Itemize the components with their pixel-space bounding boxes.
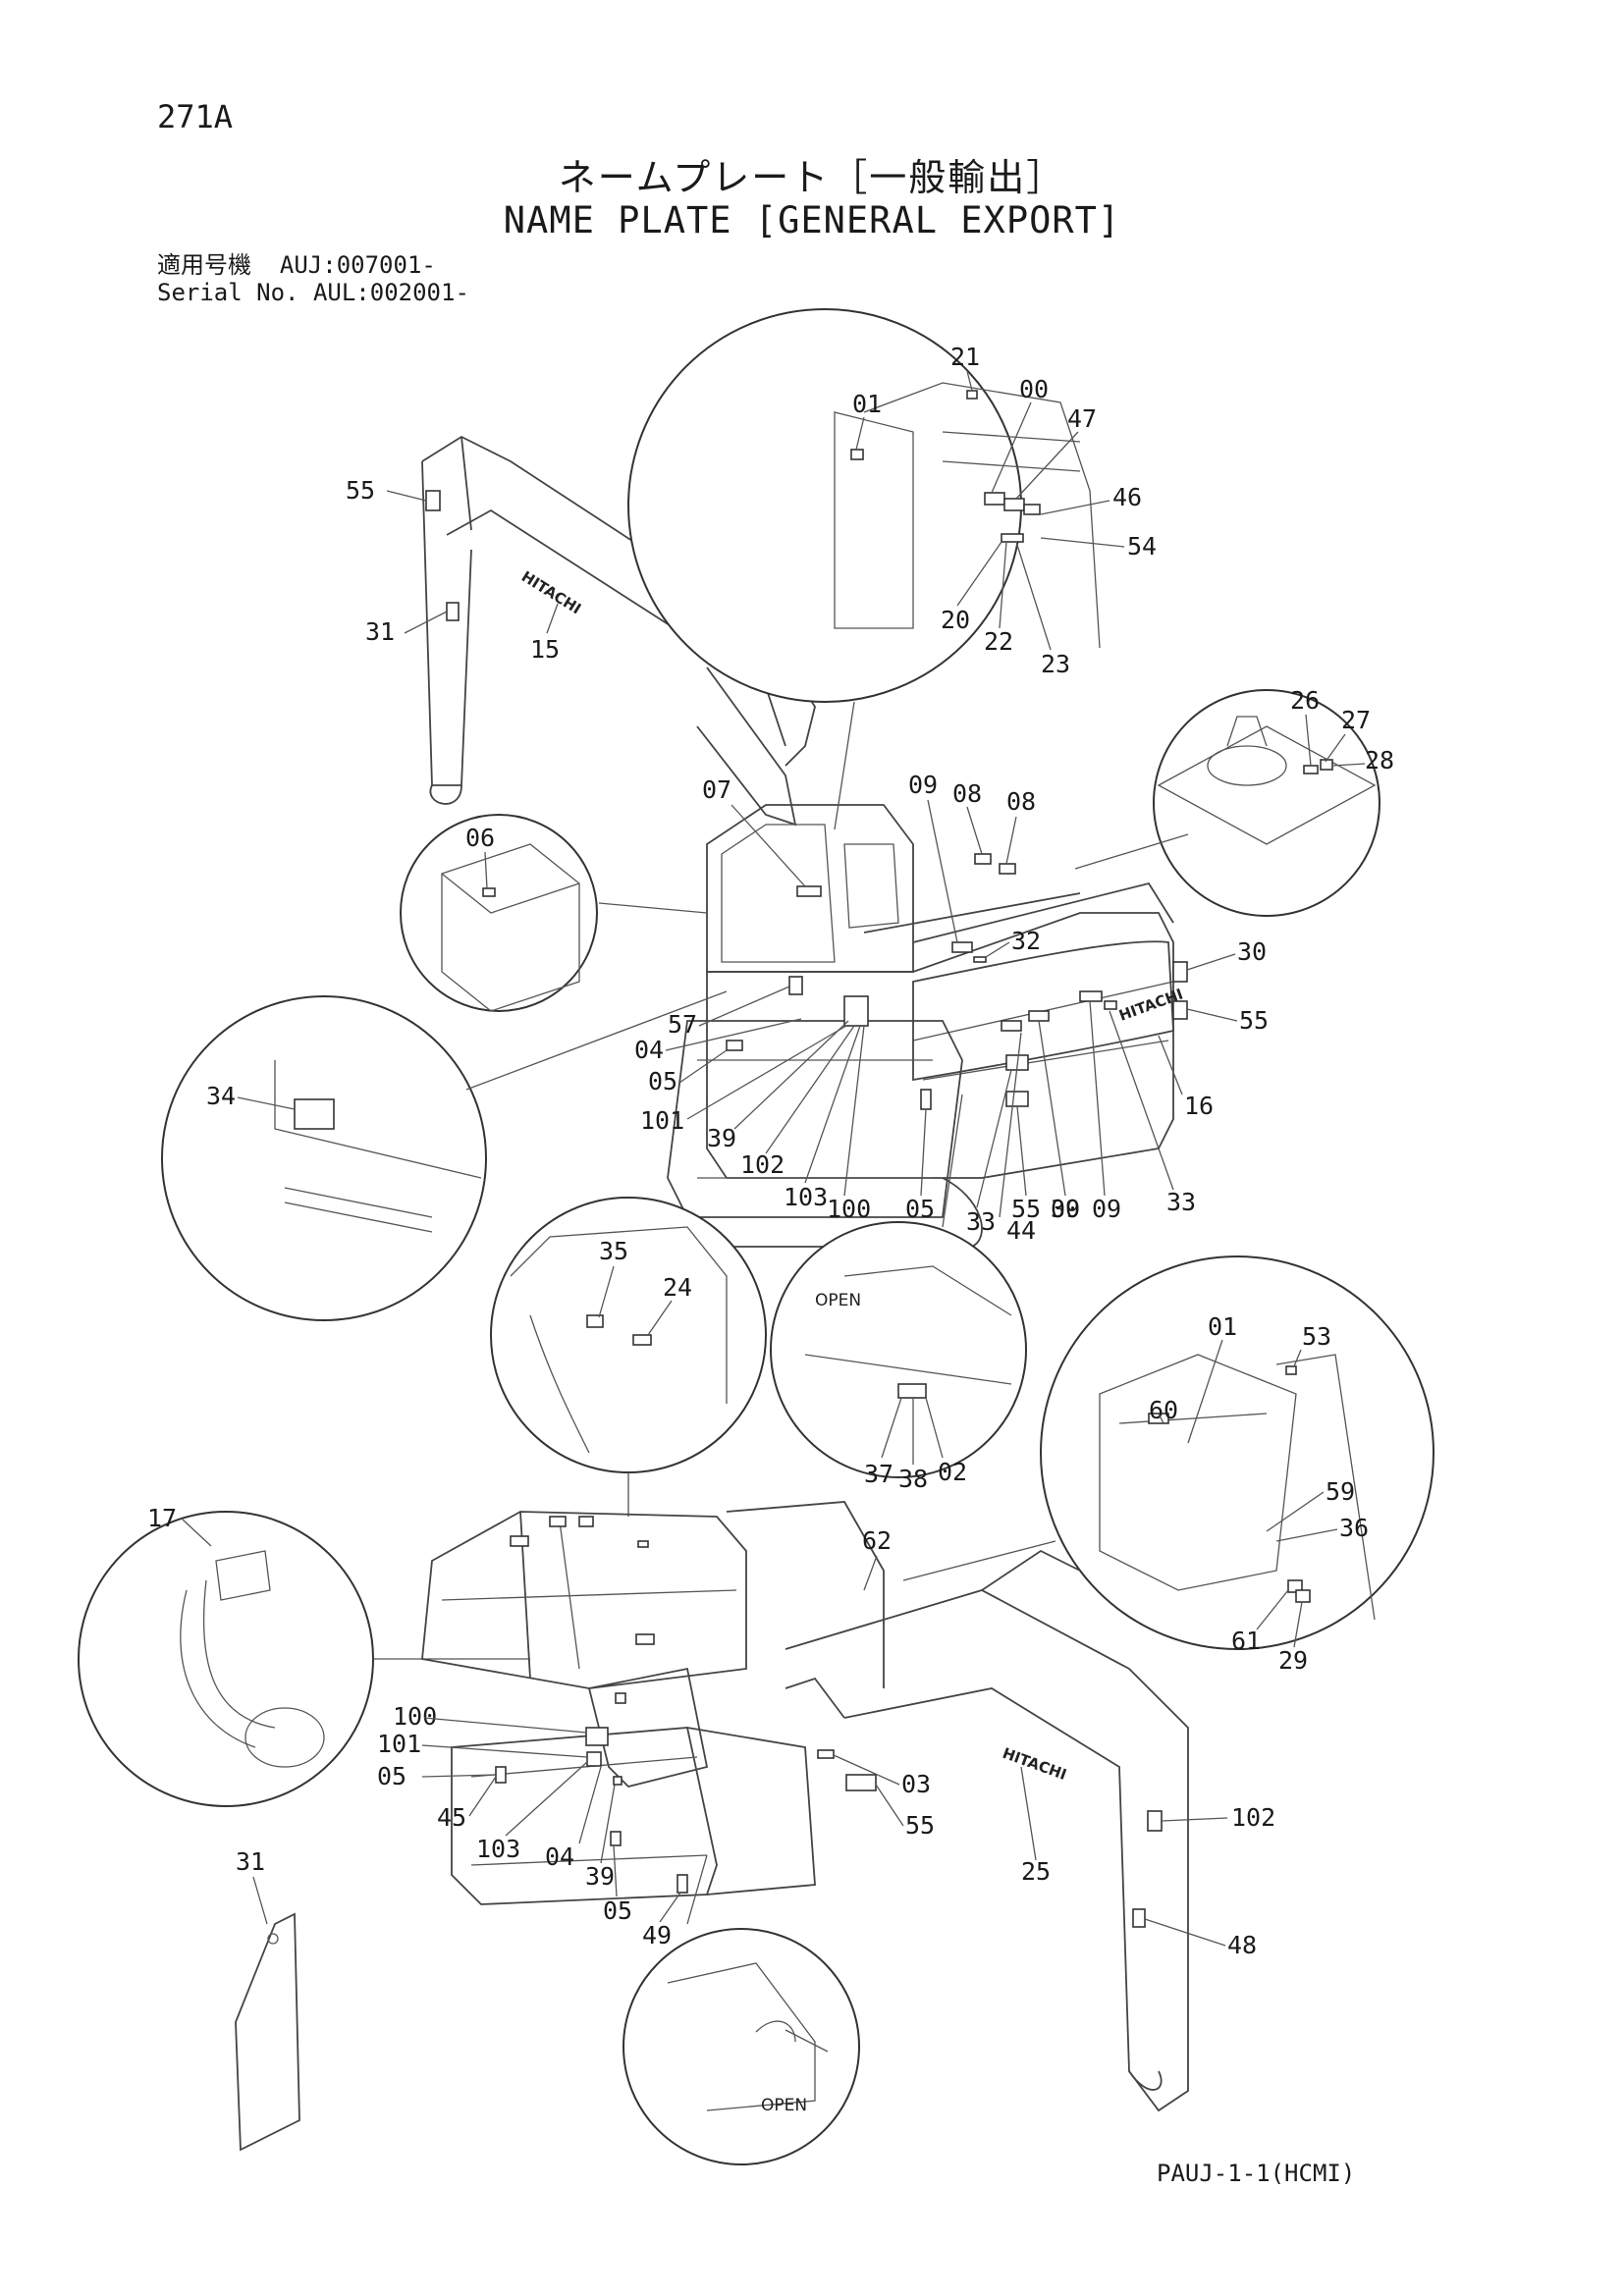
callout: 102 bbox=[740, 1150, 785, 1179]
page-id: 271A bbox=[157, 98, 234, 135]
serial-number-block: 適用号機 AUJ:007001- Serial No. AUL:002001- bbox=[157, 251, 469, 306]
serial-label-en: Serial No. bbox=[157, 279, 299, 306]
callout: 03 bbox=[901, 1770, 931, 1798]
callout: 04 bbox=[634, 1036, 664, 1064]
callout: 57 bbox=[668, 1010, 697, 1039]
callout: 31 bbox=[365, 617, 395, 646]
callout: 60 bbox=[1149, 1396, 1178, 1424]
callout: 30 bbox=[1051, 1195, 1080, 1223]
callout: 05 bbox=[603, 1896, 632, 1925]
callout: 39 bbox=[707, 1124, 736, 1152]
detail-cab-interior bbox=[627, 308, 1101, 830]
callout: 46 bbox=[1112, 483, 1142, 511]
callout: 62 bbox=[862, 1526, 892, 1555]
brand-label-boom-upper: HITACHI bbox=[518, 567, 584, 617]
callout: 39 bbox=[585, 1862, 615, 1891]
detail-step-plate bbox=[161, 990, 728, 1321]
callout: 02 bbox=[938, 1458, 967, 1486]
callout: 102 bbox=[1231, 1803, 1275, 1832]
detail-air-intake bbox=[78, 1511, 530, 1807]
callout: 30 bbox=[1237, 937, 1267, 966]
callout: 55 bbox=[905, 1811, 935, 1840]
callout: 24 bbox=[663, 1273, 692, 1302]
footer-code: PAUJ-1-1(HCMI) bbox=[1157, 2160, 1356, 2187]
lower-excavator: HITACHI bbox=[421, 1501, 1189, 2112]
callout: 103 bbox=[476, 1835, 520, 1863]
callout: 00 bbox=[1019, 375, 1049, 403]
page-title-english: NAME PLATE [GENERAL EXPORT] bbox=[503, 199, 1121, 241]
detail-swing-motor bbox=[1074, 689, 1380, 917]
serial-label-jp: 適用号機 bbox=[157, 251, 251, 279]
open-label-step: OPEN bbox=[761, 2096, 807, 2115]
callout: 01 bbox=[1208, 1312, 1237, 1341]
callout: 55 bbox=[1239, 1006, 1269, 1035]
detail-lower-step: OPEN bbox=[623, 1854, 860, 2165]
brand-label-boom-lower: HITACHI bbox=[1001, 1744, 1069, 1784]
callout: 09 bbox=[1051, 1195, 1080, 1223]
serial-row-en: Serial No. AUL:002001- bbox=[157, 279, 469, 306]
callout: 29 bbox=[1278, 1646, 1308, 1675]
serial-value-aul: AUL:002001- bbox=[312, 279, 469, 306]
callout: 53 bbox=[1302, 1322, 1331, 1351]
callout: 05 bbox=[905, 1195, 935, 1223]
callouts: 21 01 00 47 46 54 20 22 23 55 31 15 26 2… bbox=[147, 343, 1394, 2053]
callout: 06 bbox=[465, 824, 495, 852]
callout: 101 bbox=[640, 1106, 684, 1135]
serial-value-auj: AUJ:007001- bbox=[279, 251, 436, 279]
detail-open-panel: OPEN bbox=[770, 1094, 1027, 1478]
callout: 08 bbox=[1006, 787, 1036, 816]
callout: 27 bbox=[1341, 706, 1371, 734]
callout: 55 bbox=[1011, 1195, 1041, 1223]
detail-battery-box bbox=[400, 814, 708, 1012]
callout: 45 bbox=[437, 1803, 466, 1832]
callout: 04 bbox=[545, 1842, 574, 1871]
callout: 33 bbox=[966, 1207, 996, 1236]
callout: 100 bbox=[827, 1195, 871, 1223]
detail-radiator-frame bbox=[490, 1197, 767, 1517]
callout: 32 bbox=[1011, 927, 1041, 955]
callout: 07 bbox=[702, 775, 731, 804]
callout: 100 bbox=[393, 1702, 437, 1731]
callout: 54 bbox=[1127, 532, 1157, 561]
callout: 05 bbox=[648, 1067, 677, 1095]
callout: 44 bbox=[1006, 1216, 1036, 1245]
callout: 36 bbox=[1339, 1514, 1369, 1542]
callout: 31 bbox=[236, 1847, 265, 1876]
callout: 55 bbox=[346, 476, 375, 505]
page-title-japanese: ネームプレート［一般輸出］ bbox=[558, 156, 1066, 199]
callout: 37 bbox=[864, 1460, 893, 1488]
tag-25 bbox=[235, 1912, 300, 2152]
callout: 21 bbox=[950, 343, 980, 371]
callout: 09 bbox=[908, 771, 938, 799]
callout: 59 bbox=[1326, 1477, 1355, 1506]
detail-cab-seat bbox=[902, 1255, 1435, 1650]
callout: 16 bbox=[1184, 1092, 1214, 1120]
callout: 25 bbox=[1021, 1857, 1051, 1886]
callout: 49 bbox=[642, 1921, 672, 1949]
callout: 17 bbox=[147, 1504, 177, 1532]
callout: 35 bbox=[599, 1237, 628, 1265]
callout: 33 bbox=[1166, 1188, 1196, 1216]
callout: 103 bbox=[784, 1183, 828, 1211]
callout: 22 bbox=[984, 627, 1013, 656]
callout: 48 bbox=[1227, 1931, 1257, 1959]
callout: 08 bbox=[952, 779, 982, 808]
open-label-panel: OPEN bbox=[815, 1291, 861, 1310]
callout: 01 bbox=[852, 390, 882, 418]
callout: 28 bbox=[1365, 746, 1394, 774]
callout: 47 bbox=[1067, 404, 1097, 433]
serial-row-jp: 適用号機 AUJ:007001- bbox=[157, 251, 469, 279]
callout: 09 bbox=[1092, 1195, 1121, 1223]
callout: 15 bbox=[530, 635, 560, 664]
callout: 38 bbox=[898, 1465, 928, 1493]
callout: 61 bbox=[1231, 1627, 1261, 1655]
callout: 05 bbox=[377, 1762, 406, 1790]
callout: 101 bbox=[377, 1730, 421, 1758]
callout: 34 bbox=[206, 1082, 236, 1110]
callout: 20 bbox=[941, 606, 970, 634]
callout: 23 bbox=[1041, 650, 1070, 678]
callout: 26 bbox=[1290, 686, 1320, 715]
